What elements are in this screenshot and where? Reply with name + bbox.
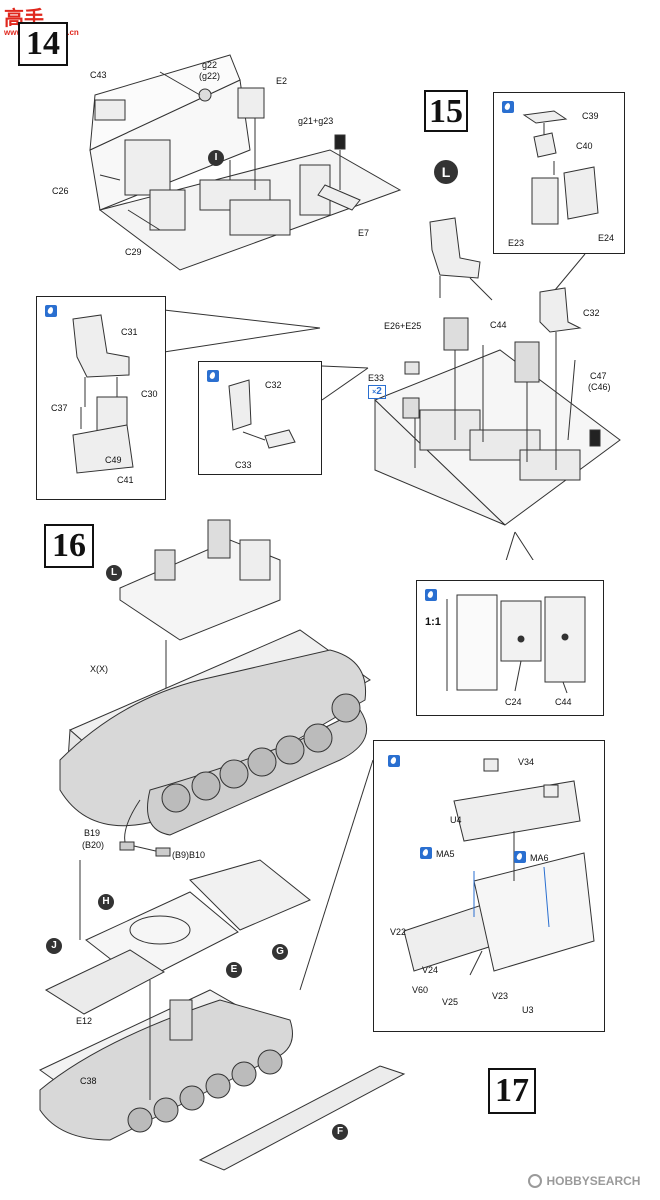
detail-box: C39 C40 E23 E24 [493,92,625,254]
part-label: C47 [590,371,607,381]
part-label: C32 [583,308,600,318]
detail-drawing [228,379,296,449]
part-label: g21+g23 [298,116,334,126]
part-label: C33 [235,460,252,470]
part-label: C24 [505,697,522,707]
part-label: E33 [368,373,385,383]
part-label: C41 [117,475,134,485]
detail-box: C31 C37 C30 C49 C41 [36,296,166,500]
subassembly-marker-l: L [106,565,122,581]
part-label: E7 [358,228,370,238]
part-label: E12 [76,1016,93,1026]
paint-icon [514,851,526,863]
step16-drawing [59,519,371,857]
paint-icon [425,589,437,601]
part-label: C30 [141,389,158,399]
part-label: V34 [518,757,535,767]
detail-box: V34 U4 MA5 MA6 V22 V24 V60 V25 V23 U3 [373,740,605,1032]
part-label: (B20) [82,840,105,850]
scale-label: 1:1 [425,616,441,628]
quantity-value: 2 [376,386,382,397]
part-label: (g22) [199,71,221,81]
step-number: 16 [44,524,94,568]
part-label: C37 [51,403,68,413]
part-label: E26+E25 [384,321,422,331]
subassembly-marker-g: G [272,944,288,960]
subassembly-marker-i: I [208,150,224,166]
detail-drawing [446,594,586,694]
detail-drawing [403,758,595,976]
part-label: C43 [90,70,107,80]
subassembly-marker-f: F [332,1124,348,1140]
step15-drawing [163,217,621,560]
part-label: MA6 [530,853,549,863]
part-label: U3 [522,1005,534,1015]
step14-drawing [89,54,402,271]
part-label: B19 [84,828,101,838]
part-label: C44 [490,320,507,330]
part-label: C31 [121,327,138,337]
paint-icon [388,755,400,767]
paint-icon [45,305,57,317]
hobbysearch-text: HOBBYSEARCH [546,1173,641,1188]
detail-box: C32 C33 [198,361,322,475]
step-number: 14 [18,22,68,66]
part-label: E23 [508,238,525,248]
step-number: 17 [488,1068,536,1114]
part-label: C29 [125,247,142,257]
detail-drawing [72,314,134,474]
detail-box: 1:1 C24 C44 [416,580,604,716]
part-label: (B9)B10 [172,850,206,860]
part-label: C32 [265,380,282,390]
part-label: U4 [450,815,462,825]
part-label: g22 [202,60,218,70]
quantity-badge: ×2 [368,385,386,399]
subassembly-marker-l: L [434,160,458,184]
subassembly-marker-e: E [226,962,242,978]
paint-icon [502,101,514,113]
hobbysearch-icon [528,1173,542,1188]
part-label: C26 [52,186,69,196]
detail-drawing [522,110,599,225]
part-label: C49 [105,455,122,465]
part-label: C38 [80,1076,97,1086]
part-label: V60 [412,985,429,995]
subassembly-marker-j: J [46,938,62,954]
subassembly-marker-h: H [98,894,114,910]
part-label: C40 [576,141,593,151]
part-label: E2 [276,76,288,86]
paint-icon [207,370,219,382]
part-label: C39 [582,111,599,121]
paint-icon [420,847,432,859]
quantity-x-icon: × [372,389,377,396]
part-label: (C46) [588,382,611,392]
watermark-hobbysearch: HOBBYSEARCH [528,1172,640,1190]
step-number: 15 [424,90,468,132]
part-label: V22 [390,927,407,937]
part-label: V24 [422,965,439,975]
part-label: C44 [555,697,572,707]
part-label: V23 [492,991,509,1001]
part-label: MA5 [436,849,455,859]
part-label: X(X) [90,664,108,674]
part-label: E24 [598,233,615,243]
part-label: V25 [442,997,459,1007]
